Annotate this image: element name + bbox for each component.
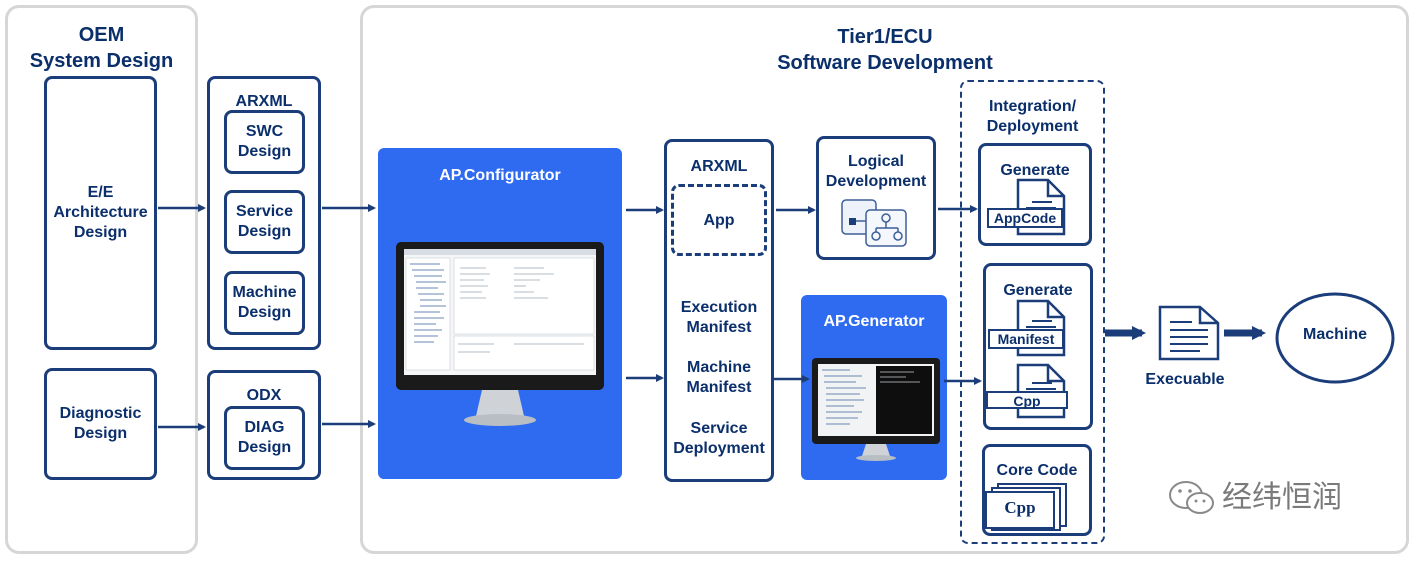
machine-label: Machine (1302, 326, 1367, 343)
swc-design-box: SWC Design (224, 110, 305, 174)
service-deployment-label: Service Deployment (673, 420, 765, 457)
odx-group-title: ODX (246, 387, 282, 404)
diagnostic-design-box: Diagnostic Design (44, 368, 157, 480)
wechat-logo-icon (1169, 481, 1214, 514)
machine-ellipse (1275, 292, 1395, 384)
watermark-text: 经纬恒润 (1222, 480, 1342, 515)
arxml-output-title: ARXML (690, 158, 748, 175)
arxml-output-box (664, 139, 774, 482)
tier1-title: Tier1/ECU Software Development (777, 26, 993, 74)
core-code-title: Core Code (996, 462, 1078, 479)
generator-monitor-icon (812, 358, 940, 461)
oem-panel (5, 5, 198, 554)
machine-design-box: Machine Design (224, 271, 305, 335)
core-code-cpp-label: Cpp (1004, 498, 1036, 517)
execution-manifest-label: Execution Manifest (680, 299, 758, 336)
executable-document-icon (1158, 305, 1220, 361)
integration-deployment-title: Integration/ Deployment (986, 98, 1079, 135)
integration-deployment-box (960, 80, 1105, 544)
service-design-box: Service Design (224, 190, 305, 254)
core-code-stack-icon (985, 483, 1067, 531)
logical-development-title: Logical Development (825, 153, 927, 190)
oem-title: OEM System Design (29, 24, 174, 72)
appcode-label: AppCode (987, 208, 1063, 228)
generate-manifest-title: Generate (1003, 282, 1073, 299)
ap-generator-title: AP.Generator (823, 313, 925, 330)
app-dashed-box (671, 184, 767, 256)
ee-architecture-design-box: E/E Architecture Design (44, 76, 157, 350)
ap-configurator-title: AP.Configurator (439, 167, 561, 184)
machine-manifest-label: Machine Manifest (686, 359, 752, 396)
arxml-group-title: ARXML (235, 93, 293, 110)
executable-label: Execuable (1145, 371, 1225, 388)
app-label: App (703, 212, 735, 229)
logical-diagram-icon (841, 199, 907, 247)
configurator-monitor-icon (396, 242, 604, 426)
generate-appcode-title: Generate (1000, 162, 1070, 179)
tier1-panel (360, 5, 1409, 554)
diag-design-box: DIAG Design (224, 406, 305, 470)
manifest-label: Manifest (988, 329, 1064, 349)
cpp-label: Cpp (986, 391, 1068, 409)
